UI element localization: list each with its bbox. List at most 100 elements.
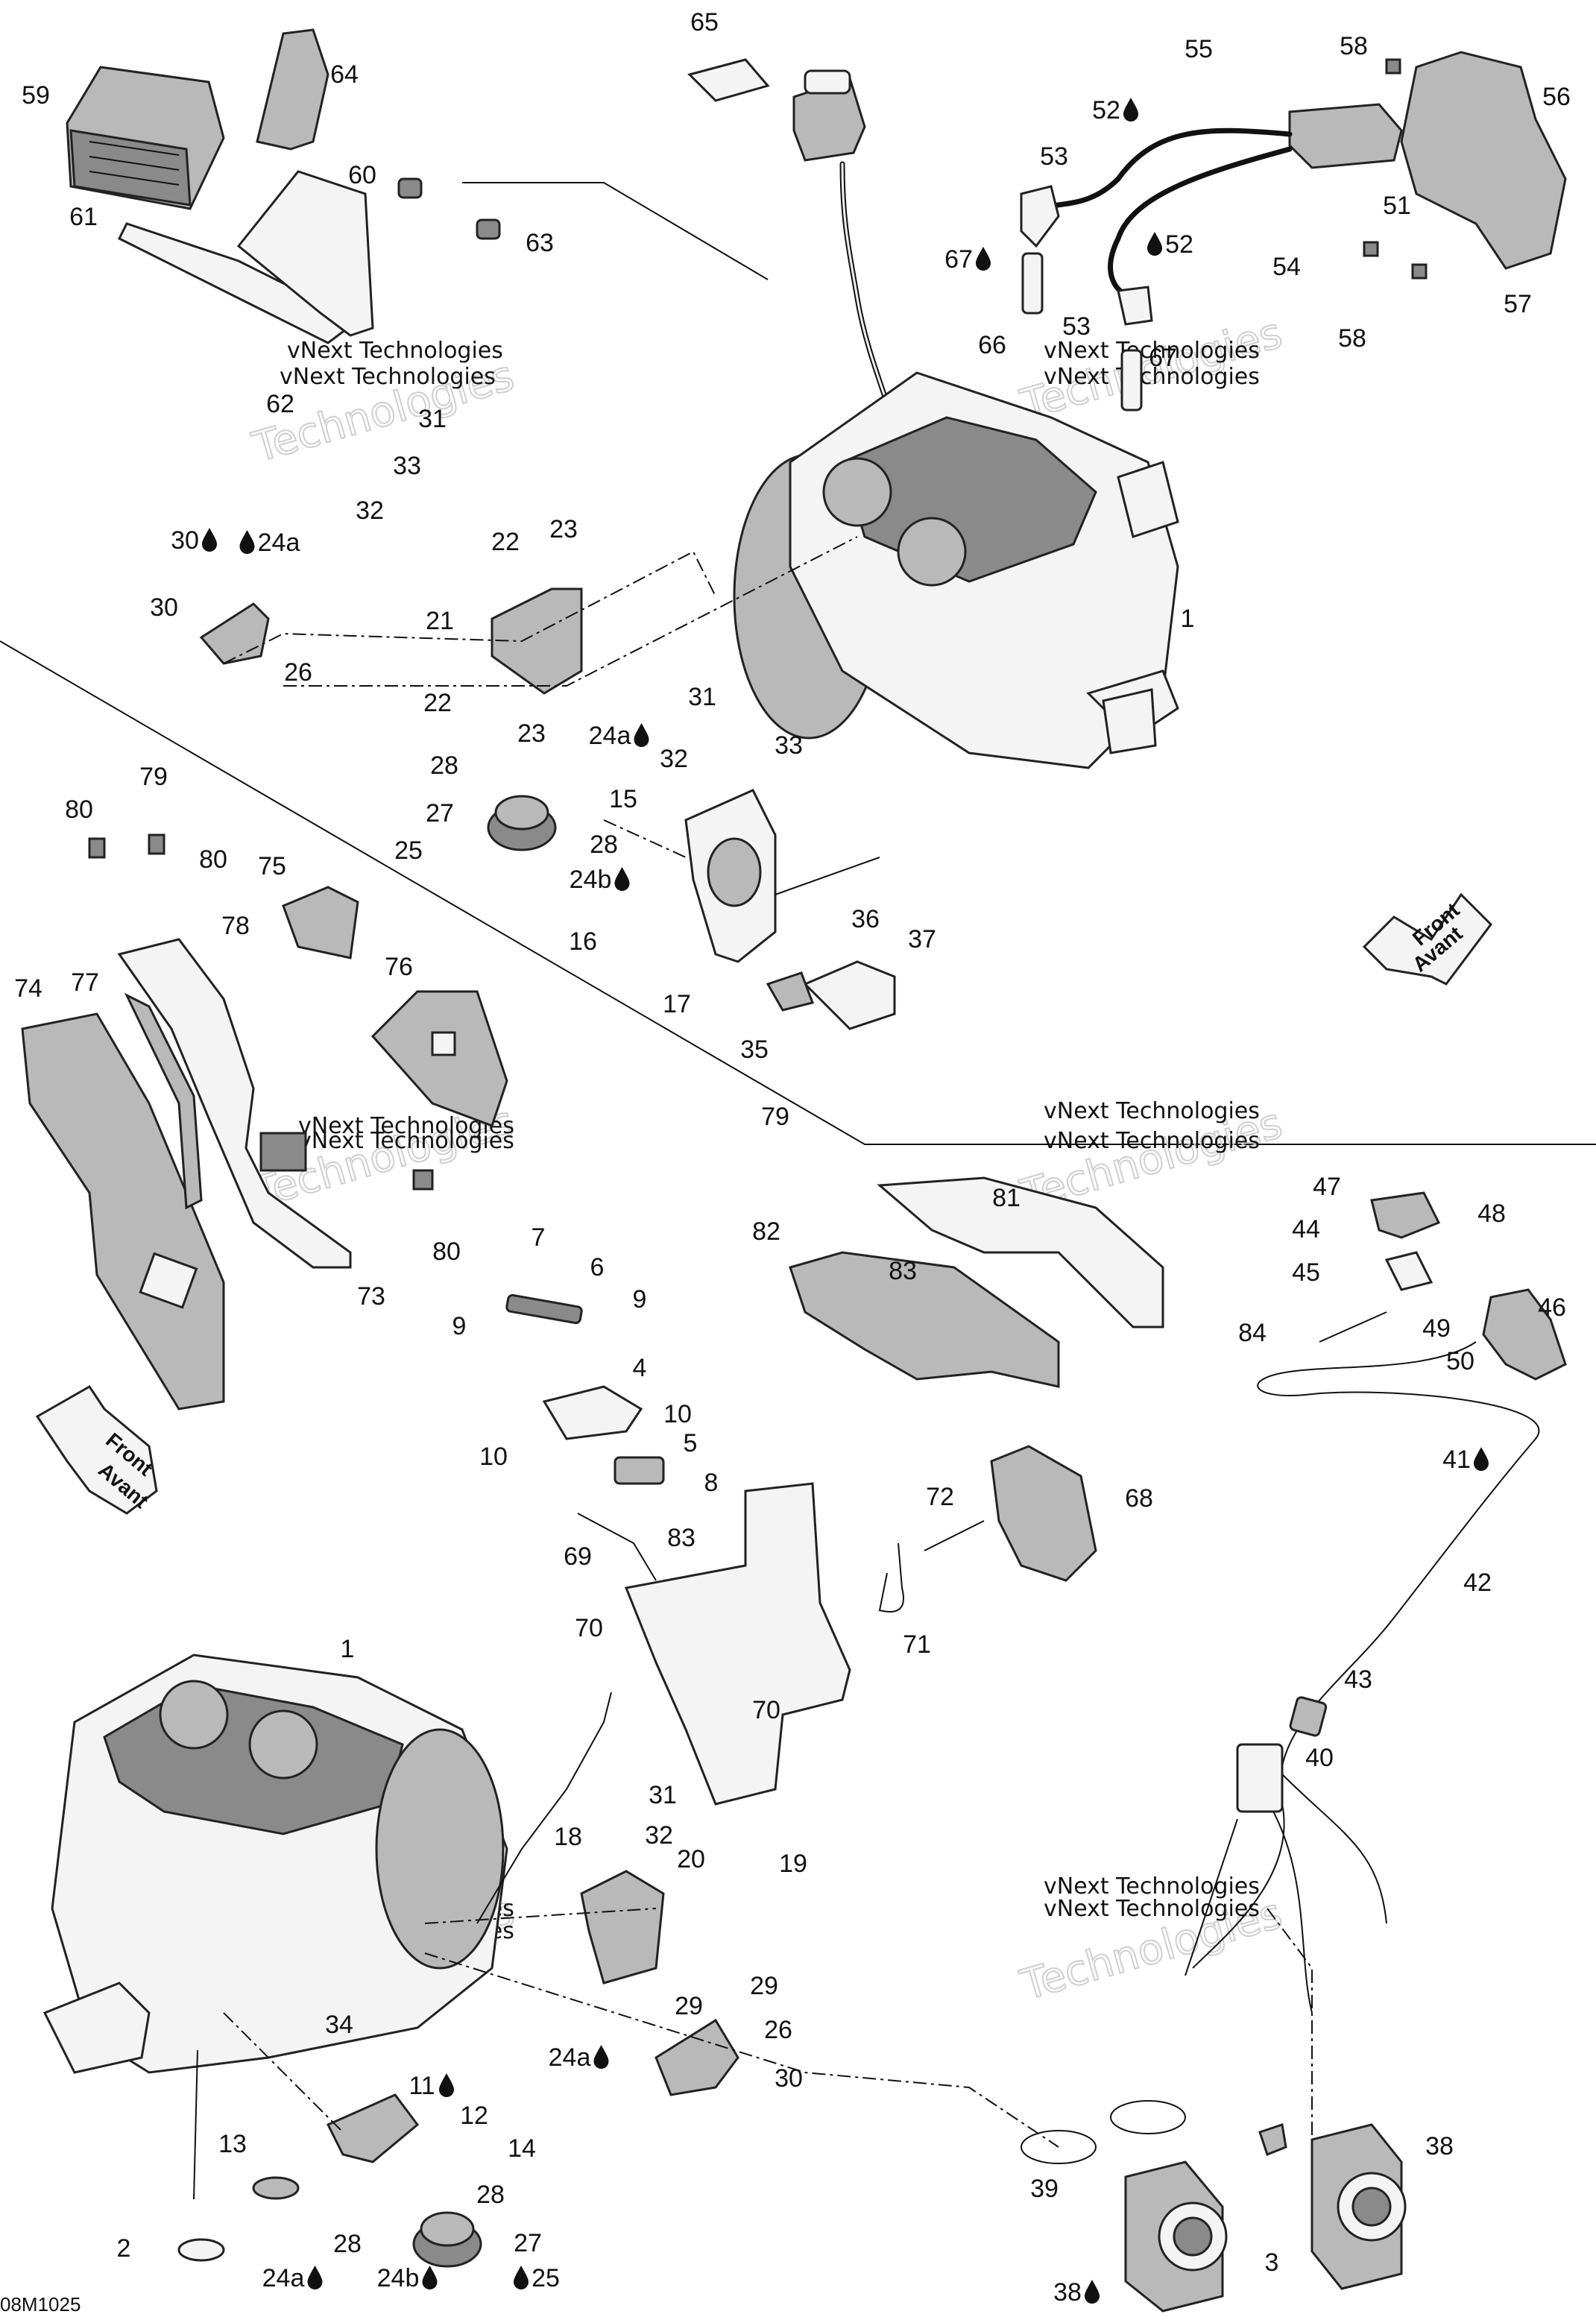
callout-label[interactable]: 52 xyxy=(1165,230,1193,259)
callout-label[interactable]: 28 xyxy=(333,2230,362,2258)
callout-label[interactable]: 47 xyxy=(1313,1173,1341,1201)
callout-label[interactable]: 8 xyxy=(704,1469,719,1497)
callout-label[interactable]: 23 xyxy=(517,719,546,748)
callout-label[interactable]: 65 xyxy=(690,8,719,37)
callout-label[interactable]: 19 xyxy=(779,1850,807,1878)
callout-label[interactable]: 20 xyxy=(677,1845,705,1873)
callout-label[interactable]: 55 xyxy=(1185,35,1213,63)
callout-label[interactable]: 72 xyxy=(926,1483,954,1511)
callout-label[interactable]: 7 xyxy=(532,1223,546,1252)
callout-label[interactable]: 49 xyxy=(1422,1314,1451,1343)
callout-label[interactable]: 10 xyxy=(663,1400,692,1428)
callout-label[interactable]: 30 xyxy=(775,2064,803,2093)
callout-label[interactable]: 60 xyxy=(348,161,376,189)
callout-label[interactable]: 79 xyxy=(761,1103,789,1131)
callout-label[interactable]: 53 xyxy=(1062,312,1091,341)
callout-label[interactable]: 26 xyxy=(284,658,312,687)
callout-label[interactable]: 44 xyxy=(1292,1215,1320,1243)
callout-label[interactable]: 24b xyxy=(377,2264,420,2292)
callout-label[interactable]: 58 xyxy=(1340,32,1368,60)
callout-label[interactable]: 32 xyxy=(645,1821,673,1850)
callout-label[interactable]: 24a xyxy=(589,722,631,750)
callout-label[interactable]: 30 xyxy=(150,593,178,622)
callout-label[interactable]: 62 xyxy=(266,390,294,418)
callout-label[interactable]: 1 xyxy=(341,1635,355,1663)
callout-label[interactable]: 64 xyxy=(330,60,359,89)
callout-label[interactable]: 3 xyxy=(1265,2248,1279,2277)
callout-label[interactable]: 79 xyxy=(139,763,168,791)
callout-label[interactable]: 84 xyxy=(1238,1319,1267,1347)
callout-label[interactable]: 73 xyxy=(357,1282,385,1311)
callout-label[interactable]: 42 xyxy=(1463,1569,1492,1597)
callout-label[interactable]: 25 xyxy=(394,836,423,865)
callout-label[interactable]: 31 xyxy=(649,1781,677,1809)
callout-label[interactable]: 23 xyxy=(549,515,578,543)
callout-label[interactable]: 83 xyxy=(889,1257,917,1285)
callout-label[interactable]: 82 xyxy=(752,1217,780,1246)
callout-label[interactable]: 71 xyxy=(903,1630,931,1659)
callout-label[interactable]: 29 xyxy=(675,1992,703,2020)
callout-label[interactable]: 57 xyxy=(1504,290,1532,318)
callout-label[interactable]: 22 xyxy=(423,689,452,717)
callout-label[interactable]: 34 xyxy=(325,2011,353,2039)
callout-label[interactable]: 35 xyxy=(740,1036,769,1064)
callout-label[interactable]: 31 xyxy=(418,405,447,433)
callout-label[interactable]: 56 xyxy=(1542,83,1571,111)
front-arrow[interactable]: Front Avant xyxy=(35,1385,158,1515)
callout-label[interactable]: 4 xyxy=(633,1354,647,1382)
callout-label[interactable]: 81 xyxy=(992,1184,1021,1212)
callout-label[interactable]: 78 xyxy=(221,912,250,940)
callout-label[interactable]: 36 xyxy=(851,905,880,933)
callout-label[interactable]: 28 xyxy=(430,751,458,780)
callout-label[interactable]: 75 xyxy=(258,852,286,880)
callout-label[interactable]: 53 xyxy=(1040,142,1068,171)
callout-label[interactable]: 12 xyxy=(460,2102,488,2130)
callout-label[interactable]: 28 xyxy=(590,830,618,859)
callout-label[interactable]: 80 xyxy=(432,1238,461,1266)
callout-label[interactable]: 28 xyxy=(476,2181,505,2209)
callout-label[interactable]: 17 xyxy=(663,990,691,1018)
callout-label[interactable]: 58 xyxy=(1338,324,1366,353)
callout-label[interactable]: 26 xyxy=(764,2016,792,2044)
callout-label[interactable]: 30 xyxy=(171,526,199,555)
callout-label[interactable]: 33 xyxy=(775,731,803,760)
callout-label[interactable]: 15 xyxy=(609,785,637,813)
callout-label[interactable]: 5 xyxy=(684,1429,698,1457)
callout-label[interactable]: 13 xyxy=(218,2130,247,2158)
callout-label[interactable]: 37 xyxy=(908,925,936,953)
callout-label[interactable]: 25 xyxy=(532,2264,560,2292)
callout-label[interactable]: 33 xyxy=(393,452,421,480)
callout-label[interactable]: 11 xyxy=(409,2072,435,2100)
callout-label[interactable]: 46 xyxy=(1538,1293,1566,1322)
callout-label[interactable]: 27 xyxy=(514,2229,542,2257)
callout-label[interactable]: 1 xyxy=(1181,605,1195,633)
callout-label[interactable]: 39 xyxy=(1030,2175,1059,2203)
callout-label[interactable]: 32 xyxy=(660,745,688,773)
callout-label[interactable]: 38 xyxy=(1053,2278,1082,2307)
callout-label[interactable]: 14 xyxy=(508,2134,536,2163)
callout-label[interactable]: 38 xyxy=(1425,2132,1454,2160)
callout-label[interactable]: 74 xyxy=(14,974,42,1003)
callout-label[interactable]: 68 xyxy=(1125,1484,1153,1513)
callout-label[interactable]: 21 xyxy=(426,607,454,635)
callout-label[interactable]: 24b xyxy=(570,866,612,894)
callout-label[interactable]: 67 xyxy=(1149,344,1177,372)
callout-label[interactable]: 52 xyxy=(1092,96,1120,124)
callout-label[interactable]: 29 xyxy=(750,1972,778,2000)
callout-label[interactable]: 32 xyxy=(356,497,384,525)
callout-label[interactable]: 83 xyxy=(667,1524,696,1552)
callout-label[interactable]: 24a xyxy=(262,2264,305,2292)
callout-label[interactable]: 50 xyxy=(1446,1347,1474,1375)
callout-label[interactable]: 80 xyxy=(199,845,227,874)
callout-label[interactable]: 48 xyxy=(1477,1200,1506,1228)
callout-label[interactable]: 77 xyxy=(71,968,99,997)
callout-label[interactable]: 51 xyxy=(1383,192,1411,220)
callout-label[interactable]: 63 xyxy=(526,229,554,257)
callout-label[interactable]: 80 xyxy=(65,795,93,824)
callout-label[interactable]: 9 xyxy=(452,1312,467,1340)
callout-label[interactable]: 59 xyxy=(22,81,50,110)
callout-label[interactable]: 9 xyxy=(633,1285,647,1314)
callout-label[interactable]: 24a xyxy=(549,2043,591,2072)
callout-label[interactable]: 70 xyxy=(575,1614,603,1642)
callout-label[interactable]: 66 xyxy=(978,331,1006,359)
